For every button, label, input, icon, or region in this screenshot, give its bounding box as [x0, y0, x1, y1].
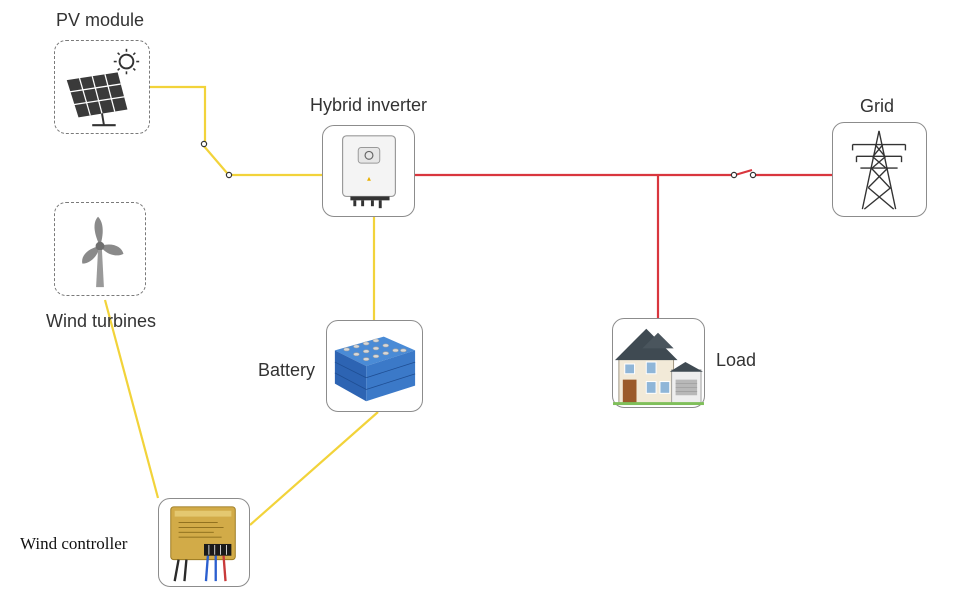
hybrid-inverter-label: Hybrid inverter	[310, 95, 428, 115]
battery-box[interactable]	[326, 320, 423, 412]
wind-turbine-icon	[82, 216, 124, 288]
battery-pack-icon	[334, 336, 416, 402]
wind-controller-label: Wind controller	[20, 534, 128, 553]
charge-controller-icon	[170, 506, 236, 582]
pv-switch-blade	[202, 144, 228, 174]
load-box[interactable]	[612, 318, 705, 408]
pv-to-switch-line	[150, 85, 207, 143]
battery-label: Battery	[258, 360, 316, 380]
solar-panel-icon	[66, 48, 140, 127]
ac-wiring	[415, 168, 832, 318]
inverter-icon	[341, 135, 396, 209]
grid-box[interactable]	[832, 122, 927, 217]
battery-to-controller-line	[249, 411, 379, 526]
pv-switch-contacts	[200, 140, 233, 179]
house-icon	[613, 328, 704, 406]
turbine-to-controller-line	[103, 299, 160, 499]
wind-turbines-label: Wind turbines	[46, 311, 157, 331]
wind-controller-box[interactable]	[158, 498, 250, 587]
hybrid-inverter-box[interactable]	[322, 125, 415, 217]
load-label: Load	[716, 350, 757, 370]
grid-switch-contacts	[730, 171, 757, 179]
dc-wiring	[103, 85, 379, 526]
transmission-tower-icon	[851, 130, 907, 210]
wind-turbines-box[interactable]	[54, 202, 146, 296]
pv-module-box[interactable]	[54, 40, 150, 134]
grid-switch-blade	[734, 168, 753, 177]
pv-module-label: PV module	[56, 10, 145, 30]
grid-label: Grid	[860, 96, 895, 116]
